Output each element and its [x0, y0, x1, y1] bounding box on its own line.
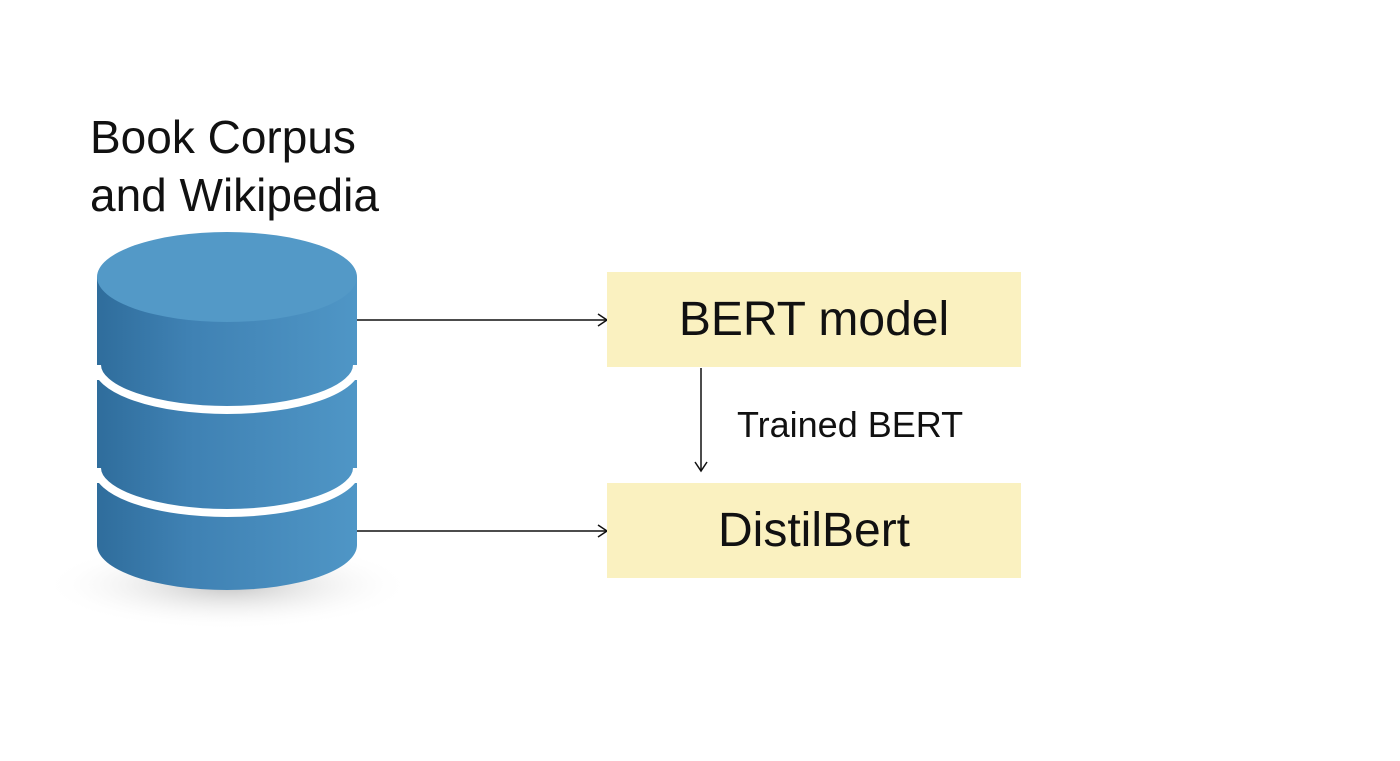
database-title-line1: Book Corpus: [90, 111, 356, 163]
distilbert-box: DistilBert: [607, 483, 1021, 578]
arrow-db-to-distil: [357, 524, 609, 538]
bert-model-label: BERT model: [678, 293, 950, 346]
bert-model-box: BERT model: [607, 272, 1021, 367]
database-title: Book Corpus and Wikipedia: [90, 108, 379, 224]
distilbert-label: DistilBert: [717, 504, 911, 557]
database-title-line2: and Wikipedia: [90, 169, 379, 221]
arrow-db-to-bert: [357, 313, 609, 327]
arrow-bert-to-distil: [694, 368, 708, 473]
trained-bert-label: Trained BERT: [737, 404, 964, 445]
database-icon: [93, 232, 361, 590]
